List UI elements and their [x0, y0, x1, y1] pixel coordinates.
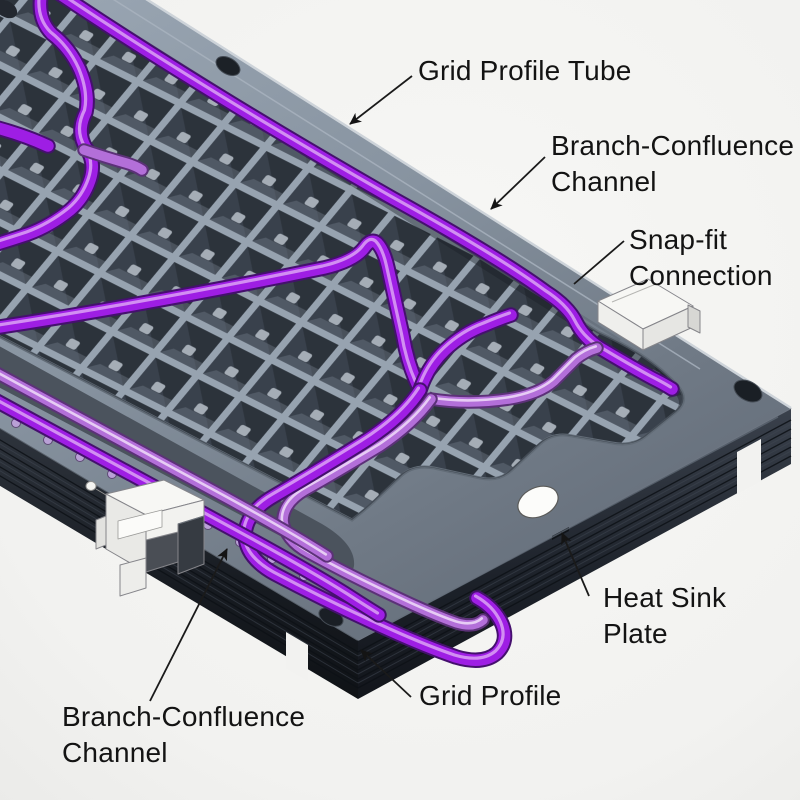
snap-fit-connector-left — [85, 479, 205, 597]
edge-notch-right — [737, 439, 761, 494]
callout-label-line2: Plate — [603, 618, 668, 649]
callout-grid-profile: Grid Profile — [419, 678, 561, 714]
callout-branch-confluence-channel-top: Branch-Confluence Channel — [551, 128, 794, 200]
callout-label: Grid Profile Tube — [418, 55, 632, 86]
snap-fit-connector-right — [597, 278, 701, 351]
heat-sink-plate-arrow — [561, 532, 590, 597]
callout-label-line1: Branch-Confluence — [62, 701, 306, 732]
callout-label-line1: Snap-fit — [629, 224, 728, 255]
callout-label-line1: Branch-Confluence — [551, 130, 795, 161]
callout-label: Grid Profile — [419, 680, 562, 711]
heat-sink-spot — [517, 485, 559, 519]
rim-step — [369, 416, 779, 635]
edge-notch-left — [286, 632, 308, 681]
callout-heat-sink-plate: Heat Sink Plate — [603, 580, 726, 652]
branch-confluence-top-arrow — [490, 156, 546, 210]
callout-snap-fit-connection: Snap-fit Connection — [629, 222, 773, 294]
mounting-holes — [0, 0, 763, 627]
mounting-hole-right — [733, 379, 763, 403]
mounting-hole-corner — [0, 0, 18, 19]
callout-label-line2: Channel — [551, 166, 657, 197]
callout-grid-profile-tube: Grid Profile Tube — [418, 53, 632, 89]
outer-edge-highlight — [145, 0, 792, 410]
mounting-hole-top — [215, 56, 241, 76]
snap-fit-connection-line — [573, 240, 625, 285]
callout-label-line1: Heat Sink — [603, 582, 727, 613]
callout-label-line2: Channel — [62, 737, 168, 768]
branch-confluence-bottom-arrow — [149, 548, 228, 702]
callout-label-line2: Connection — [629, 260, 773, 291]
callout-branch-confluence-channel-bottom: Branch-Confluence Channel — [62, 699, 305, 771]
callout-arrows — [149, 75, 625, 702]
grid-profile-arrow — [360, 649, 412, 698]
grid-profile-tube-arrow — [349, 75, 413, 125]
